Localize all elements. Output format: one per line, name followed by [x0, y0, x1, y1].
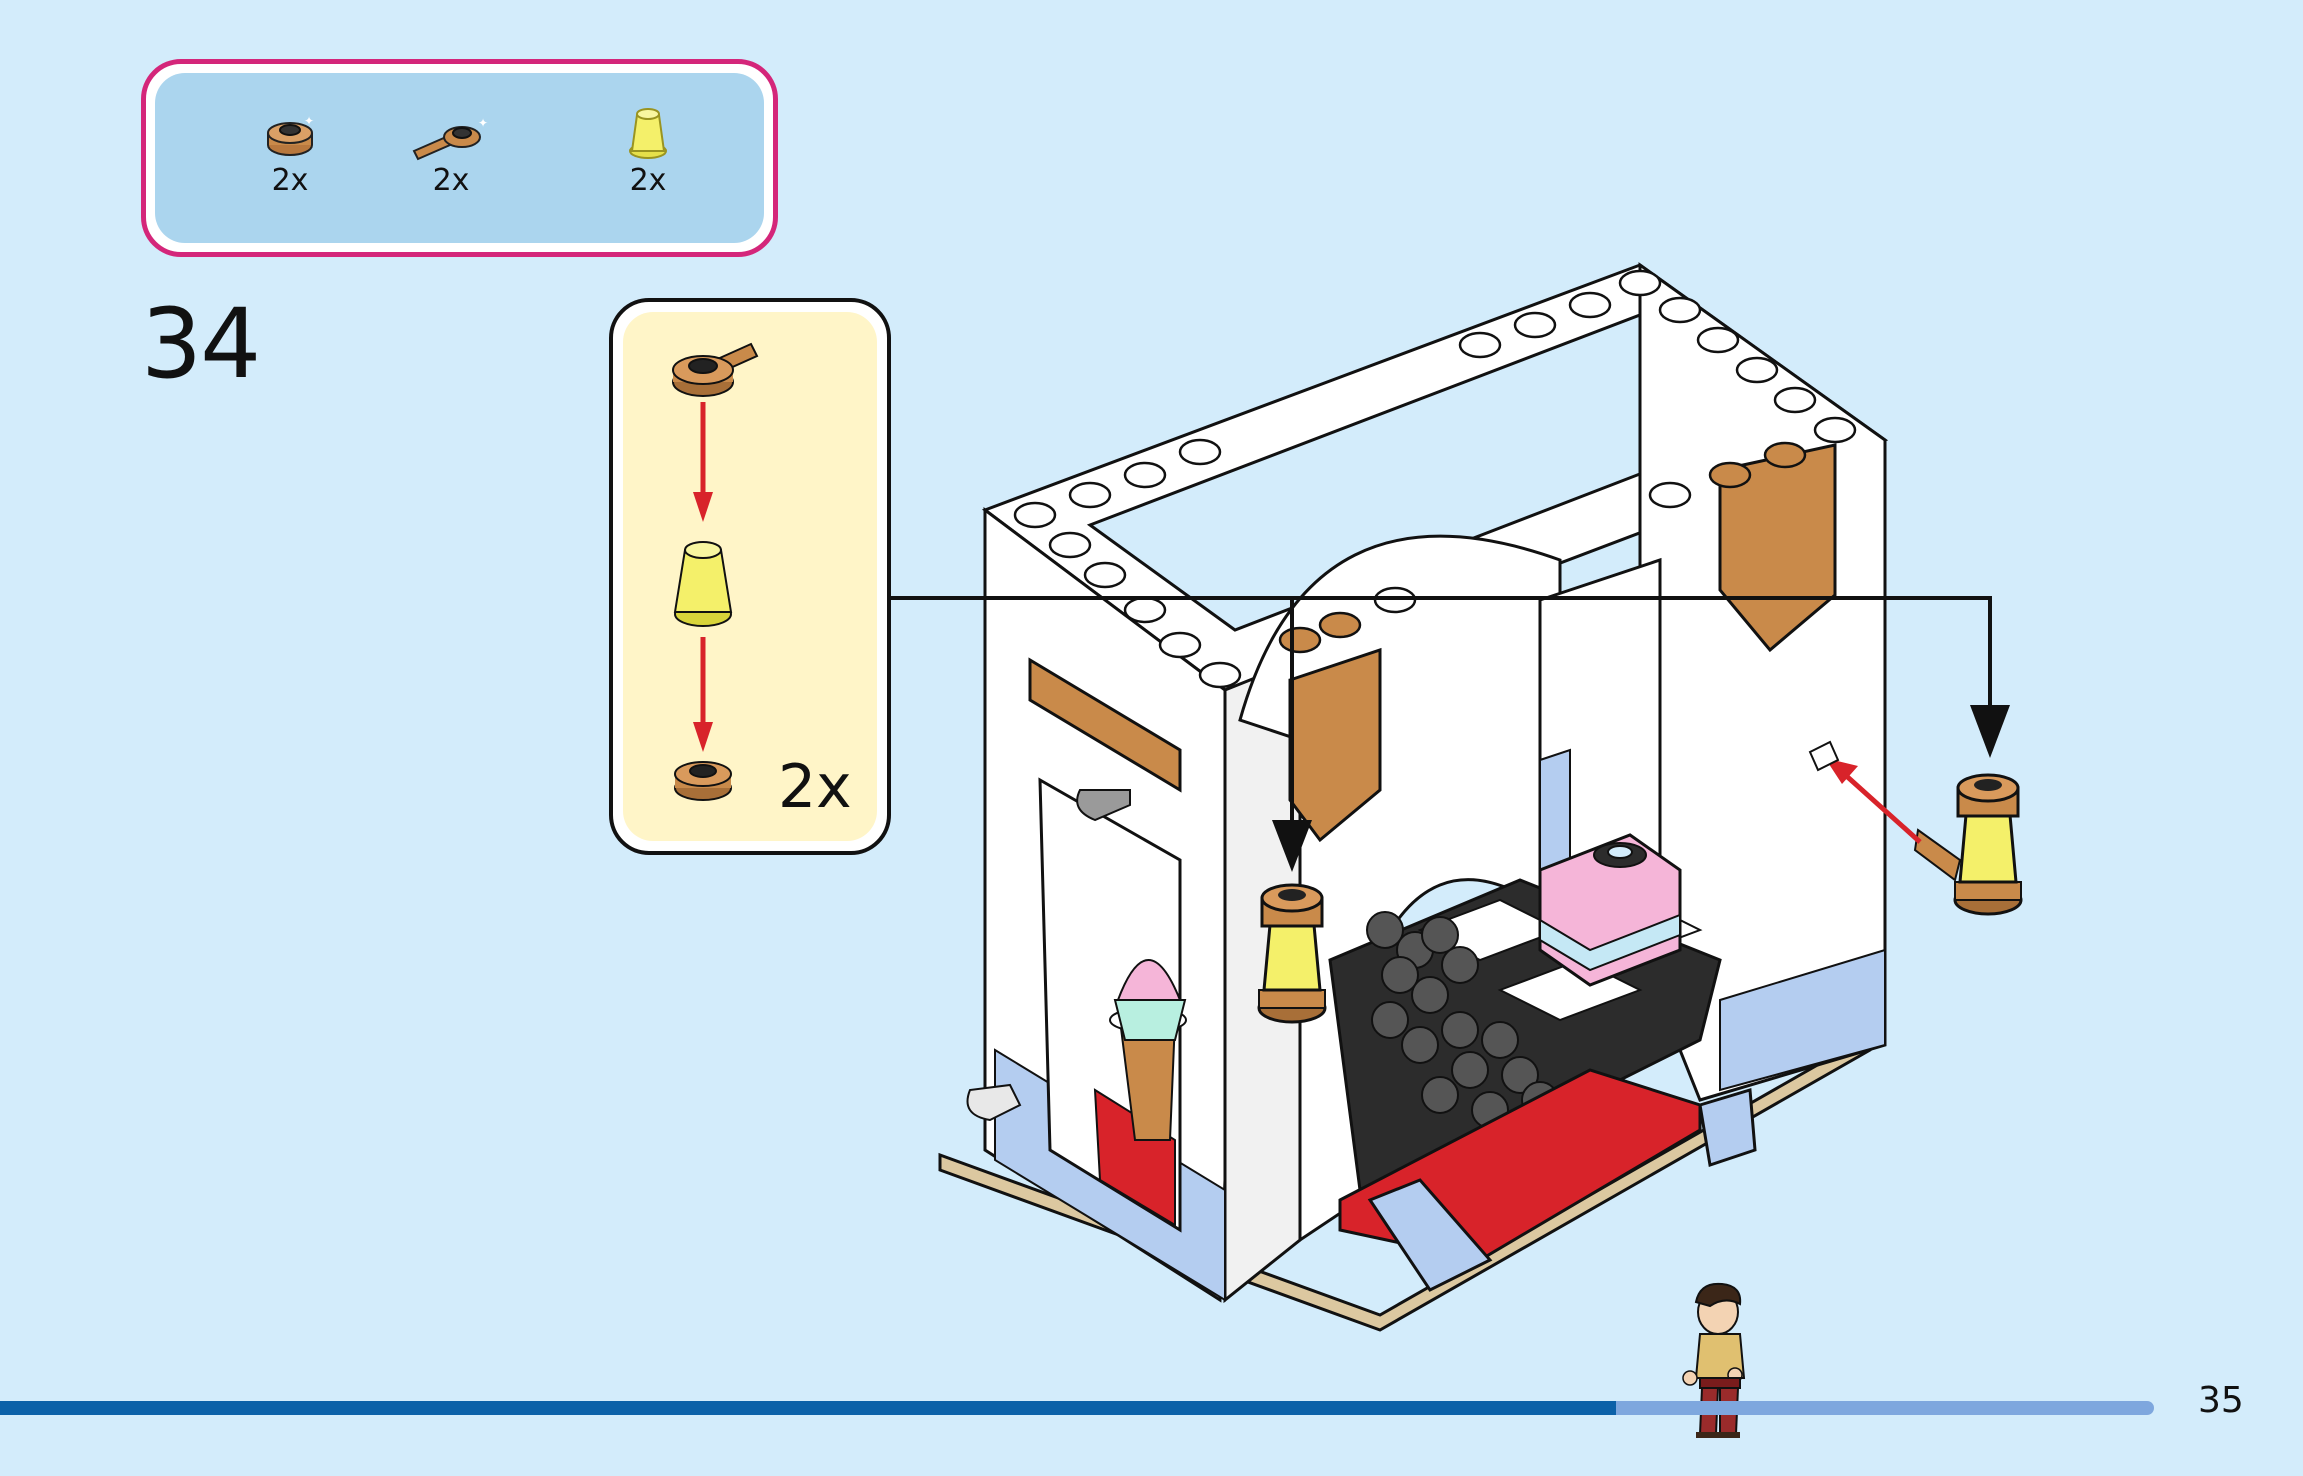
lantern-icon	[1915, 775, 2021, 914]
lantern-icon	[1259, 885, 1325, 1022]
down-arrow-icon	[1970, 705, 2010, 758]
page-number: 35	[2198, 1380, 2244, 1421]
progress-bar	[0, 1401, 2154, 1415]
progress-fill	[0, 1401, 1616, 1415]
